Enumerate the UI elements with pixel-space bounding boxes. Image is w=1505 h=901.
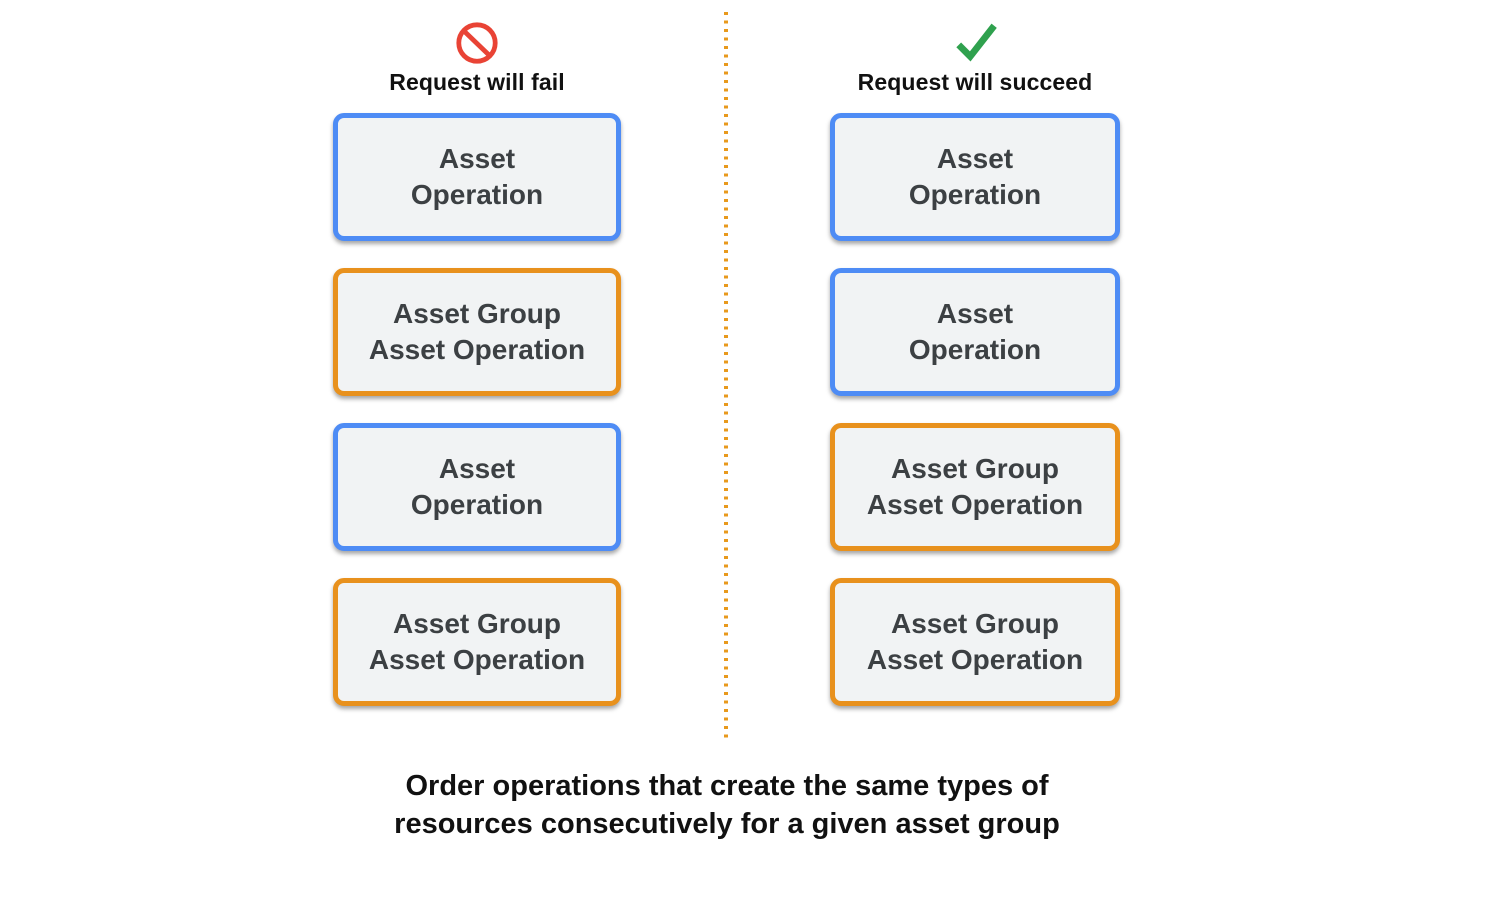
dotted-divider [724,12,728,738]
check-icon [956,23,997,62]
operation-box: Asset Group Asset Operation [830,423,1120,551]
operation-box: Asset Group Asset Operation [333,578,621,706]
operation-box: Asset Operation [830,268,1120,396]
fail-boxes: Asset Operation Asset Group Asset Operat… [333,113,621,706]
operation-box: Asset Group Asset Operation [333,268,621,396]
succeed-column: Request will succeed Asset Operation Ass… [830,20,1120,706]
operation-box-label: Asset Group Asset Operation [866,607,1084,675]
operation-box-label: Asset Group Asset Operation [368,607,586,675]
succeed-title: Request will succeed [857,69,1093,95]
operation-box: Asset Operation [333,113,621,241]
operation-box-label: Asset Group Asset Operation [368,297,586,365]
fail-title: Request will fail [389,69,565,95]
operation-box-label: Asset Operation [908,142,1042,210]
operation-box: Asset Operation [333,423,621,551]
operation-box-label: Asset Group Asset Operation [866,452,1084,520]
succeed-header: Request will succeed [858,20,1093,96]
fail-column: Request will fail Asset Operation Asset … [333,20,621,706]
operation-box-label: Asset Operation [908,297,1042,365]
operation-box-label: Asset Operation [410,452,544,520]
succeed-boxes: Asset Operation Asset Operation Asset Gr… [830,113,1120,706]
operation-box-label: Asset Operation [410,142,544,210]
operation-box: Asset Operation [830,113,1120,241]
no-entry-icon [456,22,498,64]
operation-box: Asset Group Asset Operation [830,578,1120,706]
diagram-caption: Order operations that create the same ty… [394,770,1060,840]
fail-header: Request will fail [389,20,565,96]
